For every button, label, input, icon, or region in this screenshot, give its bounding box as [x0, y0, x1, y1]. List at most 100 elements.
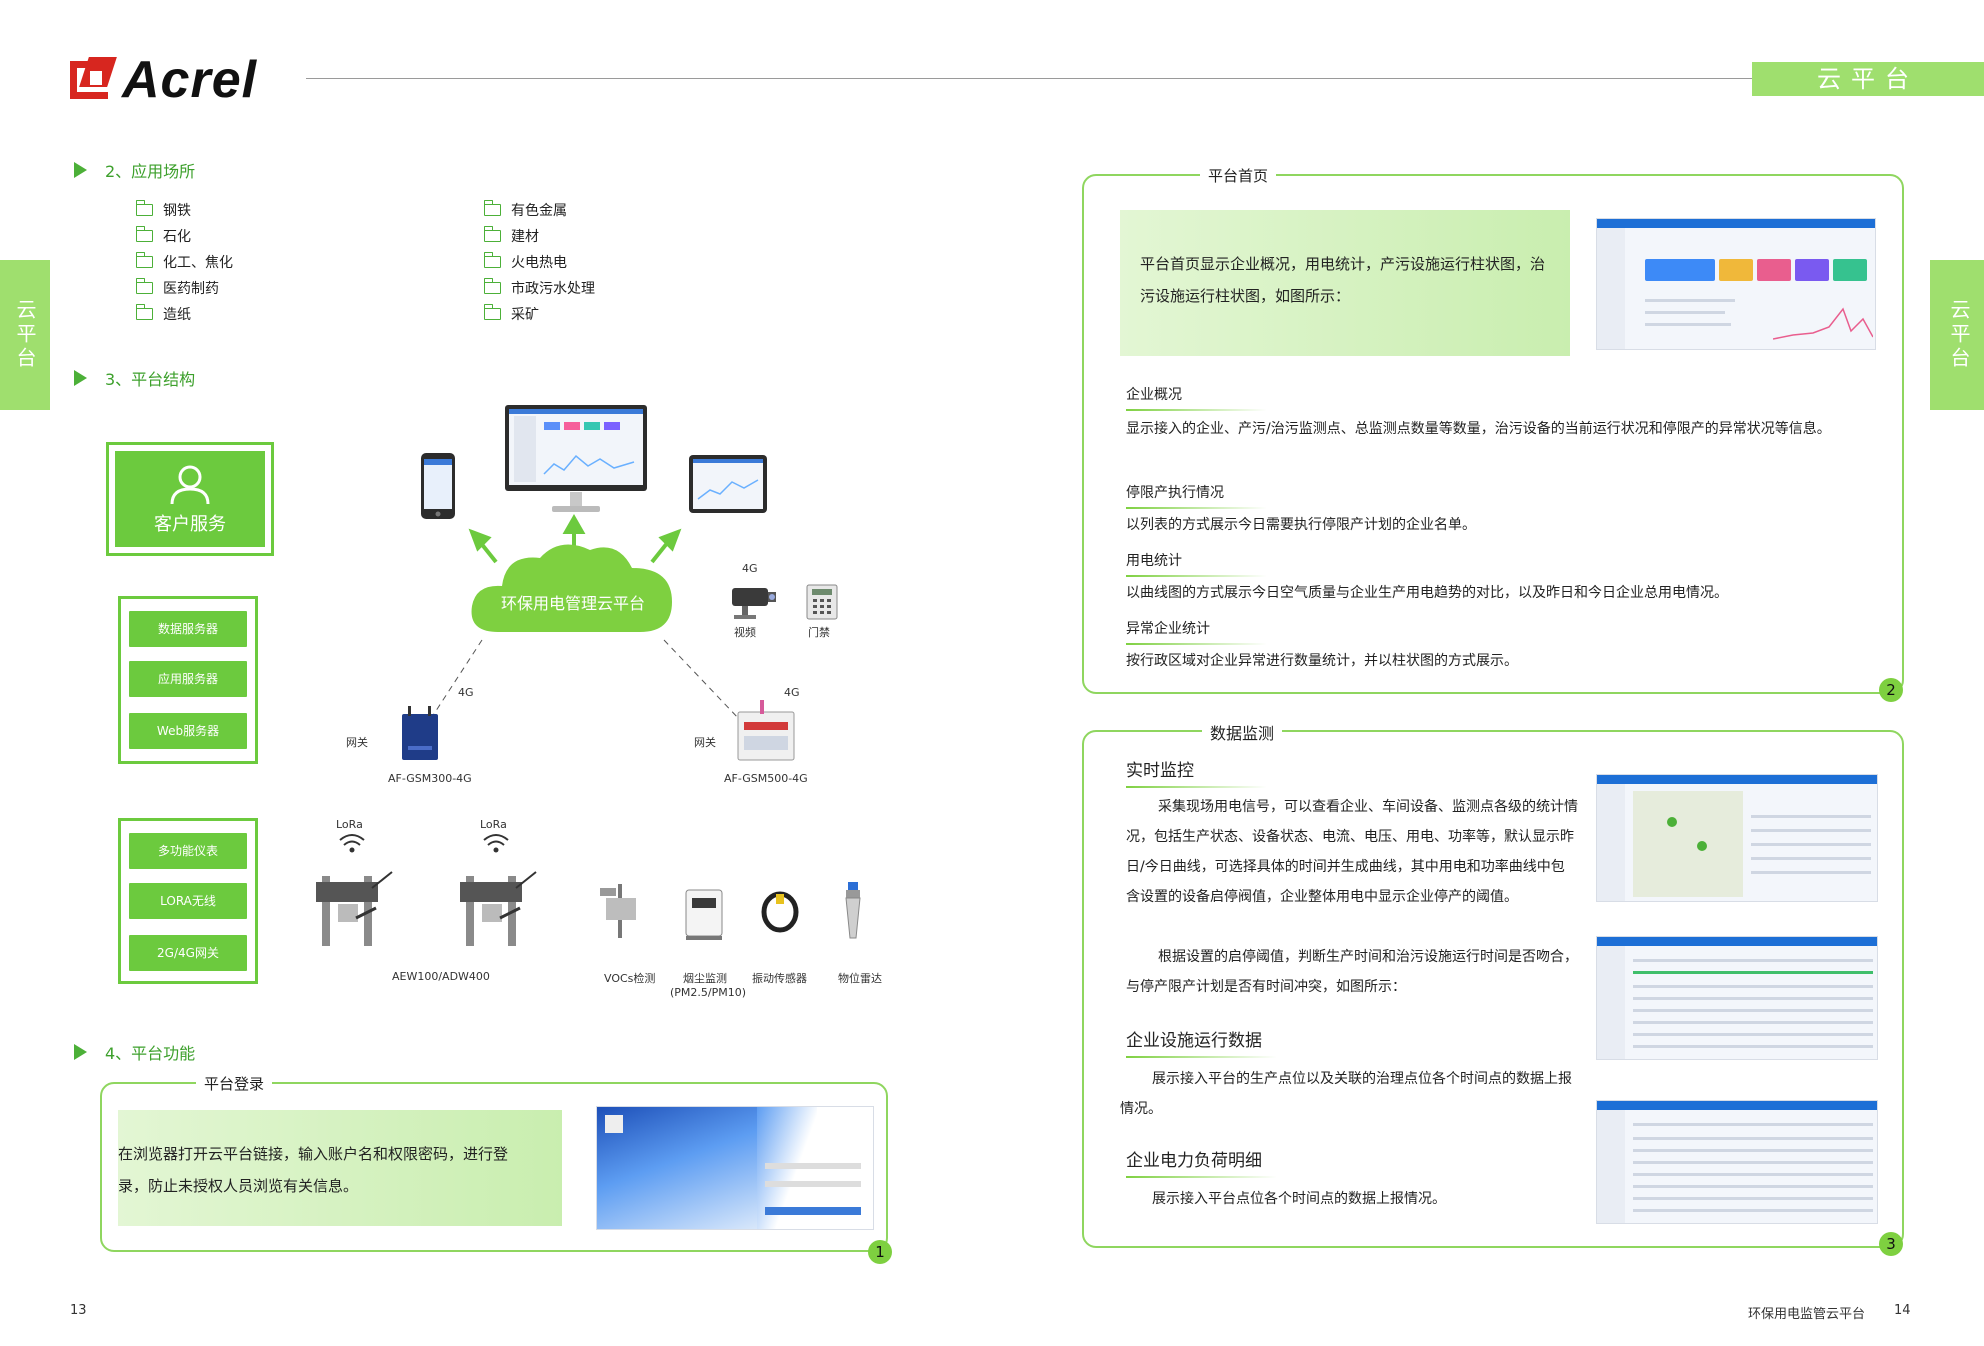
list-item: 采矿 — [483, 301, 595, 327]
load-text: 展示接入平台点位各个时间点的数据上报情况。 — [1152, 1191, 1446, 1207]
multifunction-meter: 多功能仪表 — [129, 833, 247, 869]
home-note: 平台首页显示企业概况，用电统计，产污设施运行柱状图，治污设施运行柱状图，如图所示… — [1120, 210, 1570, 356]
list-item-label: 造纸 — [163, 307, 191, 323]
folder-icon — [135, 304, 153, 320]
page-number-left: 13 — [70, 1303, 87, 1318]
stop-production-text: 以列表的方式展示今日需要执行停限产计划的企业名单。 — [1126, 517, 1476, 533]
phone-icon — [421, 453, 455, 519]
dust-label: 烟尘监测 (PM2.5/PM10) — [670, 972, 747, 999]
lora-label-2: LoRa — [480, 818, 507, 831]
list-item-label: 有色金属 — [511, 203, 567, 219]
password-field — [765, 1181, 861, 1187]
load-screenshot — [1596, 1100, 1878, 1224]
door-label: 门禁 — [808, 626, 830, 639]
list-item-label: 建材 — [511, 229, 539, 245]
vocs-sensor-icon — [600, 884, 636, 938]
list-item-label: 市政污水处理 — [511, 281, 595, 297]
facility-screenshot — [1596, 936, 1878, 1060]
list-item: 化工、焦化 — [135, 249, 233, 275]
meters-label: AEW100/ADW400 — [392, 970, 490, 983]
abnormal-text: 按行政区域对企业异常进行数量统计，并以柱状图的方式展示。 — [1126, 653, 1518, 669]
list-item: 造纸 — [135, 301, 233, 327]
folder-icon — [483, 252, 501, 268]
login-illustration — [597, 1107, 757, 1229]
home-screenshot — [1596, 218, 1876, 350]
customer-service-label: 客户服务 — [154, 514, 226, 535]
gateway-left-icon — [402, 706, 438, 760]
list-item-label: 采矿 — [511, 307, 539, 323]
structure-heading-text: 3、平台结构 — [105, 370, 196, 389]
list-item: 医药制药 — [135, 275, 233, 301]
panel-number-1: 1 — [868, 1240, 892, 1264]
app-server: 应用服务器 — [129, 661, 247, 697]
folder-icon — [135, 226, 153, 242]
overview-text: 显示接入的企业、产污/治污监测点、总监测点数量等数量，治污设备的当前运行状况和停… — [1126, 414, 1872, 444]
load-head: 企业电力负荷明细 — [1126, 1146, 1276, 1178]
list-item-label: 石化 — [163, 229, 191, 245]
panel-number-2: 2 — [1879, 678, 1903, 702]
list-item: 建材 — [483, 223, 595, 249]
arrow-icon — [74, 370, 87, 386]
user-icon — [170, 465, 210, 505]
application-heading: 2、应用场所 — [74, 158, 195, 182]
login-field — [765, 1163, 861, 1169]
folder-icon — [135, 200, 153, 216]
web-server: Web服务器 — [129, 713, 247, 749]
application-list-col2: 有色金属 建材 火电热电 市政污水处理 采矿 — [483, 197, 595, 327]
realtime-text-2: 根据设置的启停阈值，判断生产时间和治污设施运行时间是否吻合，与停产限产计划是否有… — [1126, 949, 1578, 995]
gateway-right-model: AF-GSM500-4G — [724, 772, 808, 785]
monitor-icon — [505, 405, 647, 512]
login-panel-title: 平台登录 — [196, 1073, 273, 1094]
panel-number-3: 3 — [1879, 1232, 1903, 1256]
customer-service-card: 客户服务 — [115, 451, 265, 547]
login-screenshot — [596, 1106, 874, 1230]
map-marker — [1697, 841, 1707, 851]
folder-icon — [483, 304, 501, 320]
abnormal-head: 异常企业统计 — [1126, 618, 1266, 645]
realtime-text-1: 采集现场用电信号，可以查看企业、车间设备、监测点各级的统计情况，包括生产状态、设… — [1126, 799, 1578, 905]
login-note: 在浏览器打开云平台链接，输入账户名和权限密码，进行登录，防止未授权人员浏览有关信… — [118, 1110, 562, 1226]
footer-title: 环保用电监管云平台 — [1748, 1307, 1866, 1322]
list-item: 市政污水处理 — [483, 275, 595, 301]
folder-icon — [483, 278, 501, 294]
monitor-panel-title: 数据监测 — [1202, 720, 1283, 744]
login-note-text: 在浏览器打开云平台链接，输入账户名和权限密码，进行登录，防止未授权人员浏览有关信… — [118, 1145, 509, 1195]
folder-icon — [483, 200, 501, 216]
folder-icon — [135, 252, 153, 268]
structure-heading: 3、平台结构 — [74, 366, 195, 390]
cloud-label: 环保用电管理云平台 — [500, 594, 645, 613]
camera-label: 视频 — [734, 626, 756, 639]
gateway-right-label: 网关 — [694, 736, 716, 749]
application-heading-text: 2、应用场所 — [105, 162, 196, 181]
vocs-label: VOCs检测 — [604, 972, 656, 985]
realtime-head: 实时监控 — [1126, 756, 1266, 788]
lora-label-1: LoRa — [336, 818, 363, 831]
folder-icon — [483, 226, 501, 242]
qr-code-icon — [605, 1115, 623, 1133]
home-note-text: 平台首页显示企业概况，用电统计，产污设施运行柱状图，治污设施运行柱状图，如图所示… — [1140, 255, 1546, 305]
gateway-2g4g: 2G/4G网关 — [129, 935, 247, 971]
arrow-icon — [74, 162, 87, 178]
data-server: 数据服务器 — [129, 611, 247, 647]
gateway-left-model: AF-GSM300-4G — [388, 772, 472, 785]
facility-text: 展示接入平台的生产点位以及关联的治理点位各个时间点的数据上报情况。 — [1120, 1071, 1572, 1117]
level-radar-icon — [845, 882, 861, 939]
gateway-left-label: 网关 — [346, 736, 368, 749]
folder-icon — [135, 278, 153, 294]
energy-meter-icon — [460, 871, 537, 946]
wifi-icon — [483, 834, 509, 853]
power-stats-head: 用电统计 — [1126, 550, 1266, 577]
facility-head: 企业设施运行数据 — [1126, 1026, 1276, 1058]
cloud-icon — [471, 544, 672, 632]
list-item-label: 医药制药 — [163, 281, 219, 297]
acrel-logo-icon — [70, 56, 117, 103]
realtime-screenshot — [1596, 774, 1878, 902]
list-item-label: 火电热电 — [511, 255, 567, 271]
overview-text-span: 显示接入的企业、产污/治污监测点、总监测点数量等数量，治污设备的当前运行状况和停… — [1126, 421, 1831, 437]
gateway-right-icon — [737, 700, 795, 761]
overview-head: 企业概况 — [1126, 384, 1266, 411]
list-item: 火电热电 — [483, 249, 595, 275]
customer-service-box: 客户服务 — [106, 442, 274, 556]
vibration-sensor-icon — [761, 891, 799, 933]
field-group: 多功能仪表 LORA无线 2G/4G网关 — [118, 818, 258, 984]
